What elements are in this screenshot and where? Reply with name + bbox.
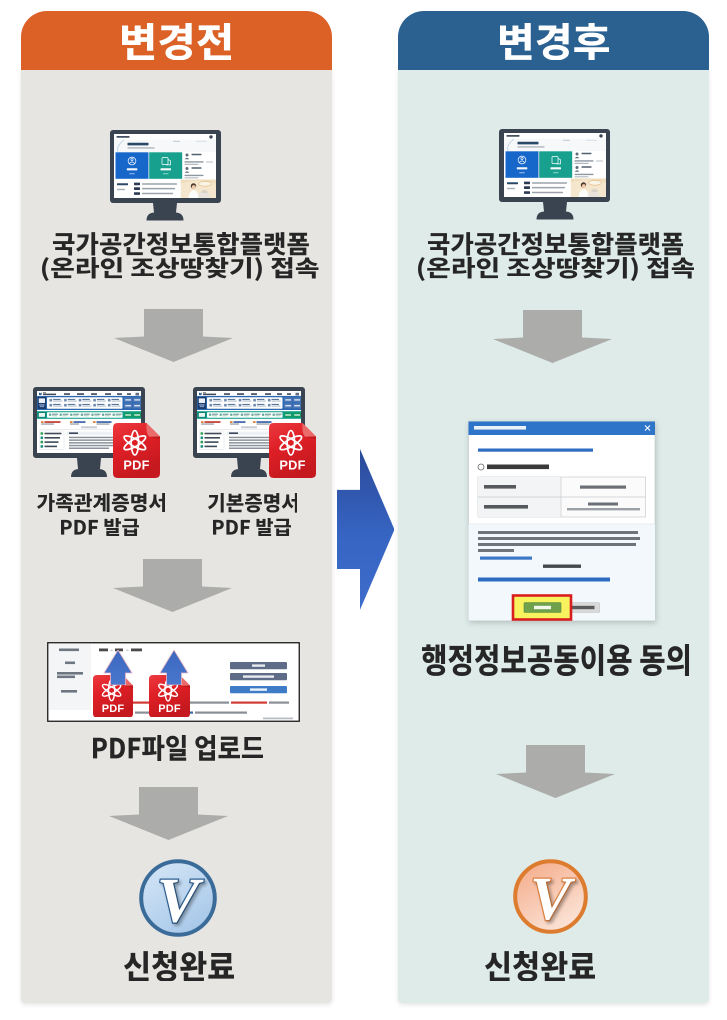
svg-text:V: V	[529, 865, 575, 933]
svg-text:PDF: PDF	[123, 457, 149, 472]
svg-text:V: V	[157, 864, 204, 935]
svg-text:PDF: PDF	[158, 703, 181, 715]
svg-text:PDF: PDF	[101, 703, 124, 715]
svg-text:PDF: PDF	[280, 457, 306, 472]
